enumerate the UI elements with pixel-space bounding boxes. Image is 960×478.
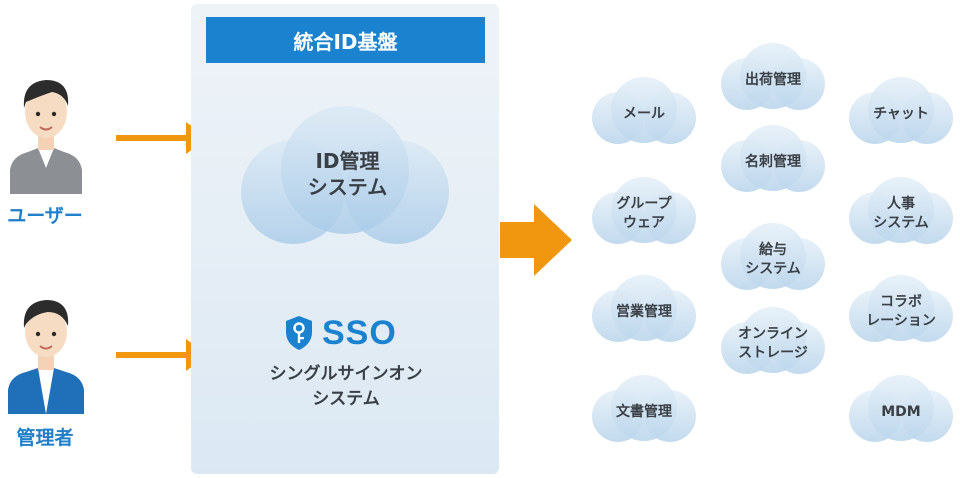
service-cloud-mail	[592, 77, 696, 144]
service-label-business-card: 名刺管理	[745, 153, 801, 170]
service-cloud-collaboration	[849, 275, 953, 342]
service-cloud-hr	[849, 177, 953, 244]
service-label-document: 文書管理	[616, 403, 672, 420]
service-label-chat: チャット	[873, 105, 929, 122]
admin-label: 管理者	[16, 427, 74, 449]
id-system-label: ID管理 システム	[307, 149, 388, 199]
service-label-payroll: 給与 システム	[745, 242, 801, 277]
sso-system-label: シングルサインオン システム	[269, 364, 423, 409]
service-label-shipping: 出荷管理	[745, 71, 801, 88]
service-cloud-sales	[592, 275, 696, 342]
user-label: ユーザー	[7, 205, 83, 227]
service-cloud-document	[592, 375, 696, 442]
sso-text: SSO	[322, 313, 397, 352]
platform-panel	[191, 4, 499, 474]
service-cloud-groupware	[592, 177, 696, 244]
service-label-groupware: グループ ウェア	[616, 196, 672, 231]
service-label-collaboration: コラボ レーション	[866, 294, 936, 329]
admin-figure	[8, 300, 84, 414]
service-cloud-shipping	[721, 43, 825, 110]
service-label-sales: 営業管理	[616, 303, 672, 320]
shield-key-icon	[286, 316, 312, 350]
platform-title: 統合ID基盤	[206, 17, 485, 63]
service-cloud-mdm	[849, 375, 953, 442]
service-cloud-payroll	[721, 223, 825, 290]
user-figure	[10, 80, 82, 194]
service-cloud-online-storage	[721, 307, 825, 374]
id-system-cloud	[241, 106, 449, 244]
service-label-mdm: MDM	[881, 403, 921, 420]
big-arrow-icon	[500, 204, 572, 276]
sso-logo: SSO	[284, 314, 397, 352]
service-cloud-chat	[849, 77, 953, 144]
service-label-online-storage: オンライン ストレージ	[738, 326, 808, 361]
service-label-mail: メール	[623, 105, 665, 122]
service-cloud-business-card	[721, 125, 825, 192]
service-label-hr: 人事 システム	[873, 196, 929, 231]
